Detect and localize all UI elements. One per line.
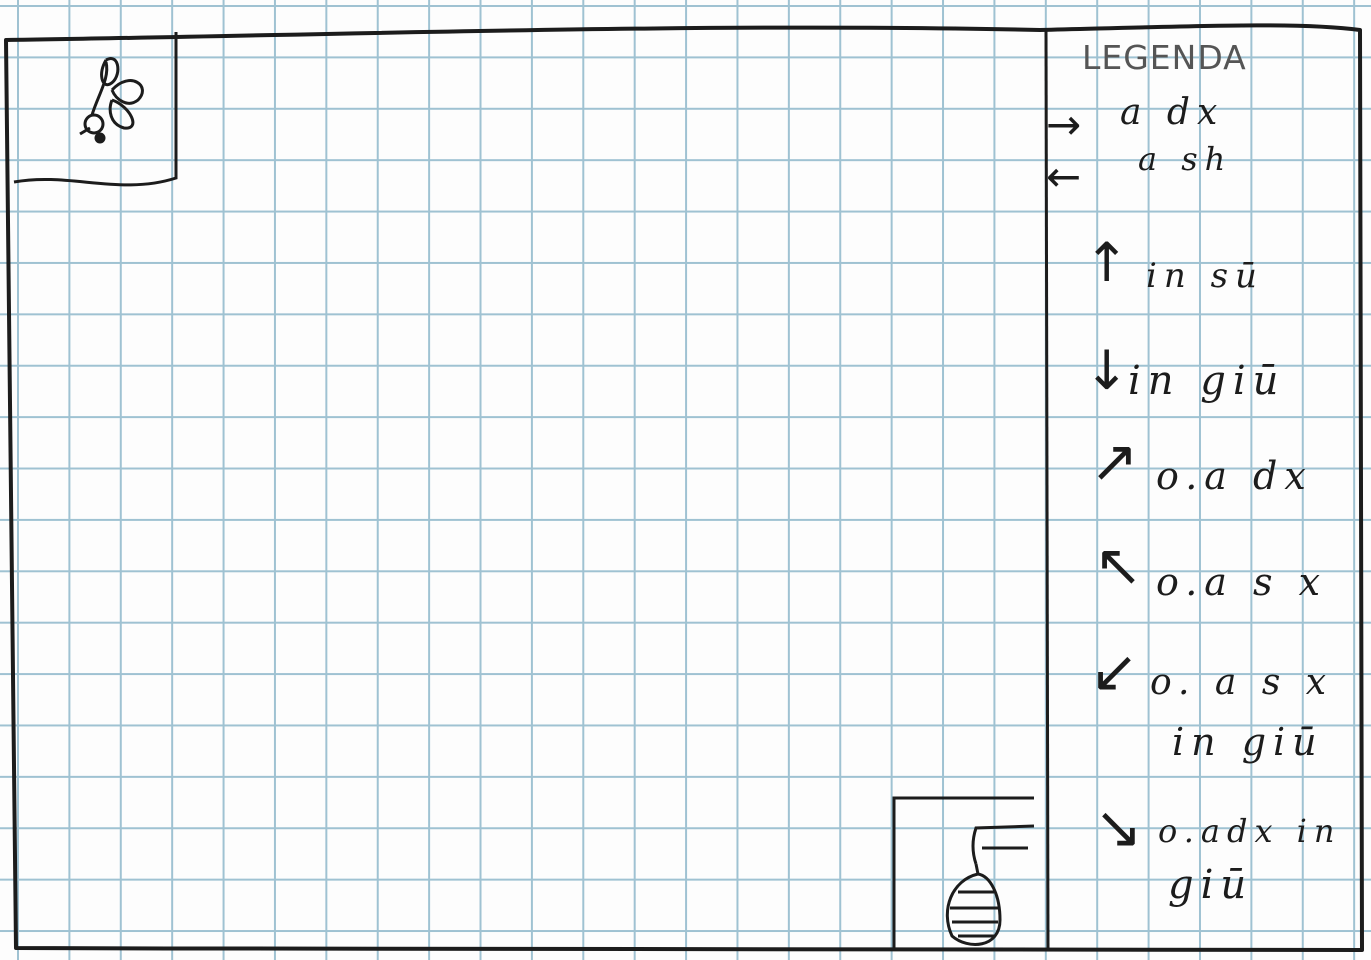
legend-label-right: a dx bbox=[1120, 92, 1224, 133]
arrow-up-icon: ↑ bbox=[1084, 236, 1129, 290]
bee-icon bbox=[80, 58, 142, 142]
legend-label-up-left: o.a s x bbox=[1156, 560, 1327, 604]
arrow-down-right-icon: ↘ bbox=[1094, 798, 1143, 856]
legend-label-down: in giū bbox=[1128, 358, 1285, 404]
arrow-left-icon: ← bbox=[1046, 156, 1081, 198]
legend-label-down-right: o.adx in bbox=[1158, 812, 1342, 850]
arrow-right-icon: → bbox=[1046, 104, 1081, 146]
legend-label-down-left: o. a s x bbox=[1150, 662, 1333, 703]
arrow-down-left-icon: ↙ bbox=[1090, 642, 1139, 700]
beehive-icon bbox=[947, 826, 1034, 944]
legend-label-down-right-line2: giū bbox=[1168, 862, 1253, 908]
legend-label-left: a sh bbox=[1138, 140, 1232, 178]
arrow-down-icon: ↓ bbox=[1084, 344, 1129, 398]
hive-box bbox=[894, 798, 1034, 948]
arrow-up-right-icon: ↗ bbox=[1090, 432, 1139, 490]
arrow-up-left-icon: ↖ bbox=[1094, 536, 1143, 594]
legend-title: LEGENDA bbox=[1082, 38, 1247, 77]
legend-label-down-left-line2: in giū bbox=[1172, 720, 1324, 764]
legend-label-up-right: o.a dx bbox=[1156, 454, 1313, 498]
legend-label-up: in sū bbox=[1146, 256, 1264, 296]
